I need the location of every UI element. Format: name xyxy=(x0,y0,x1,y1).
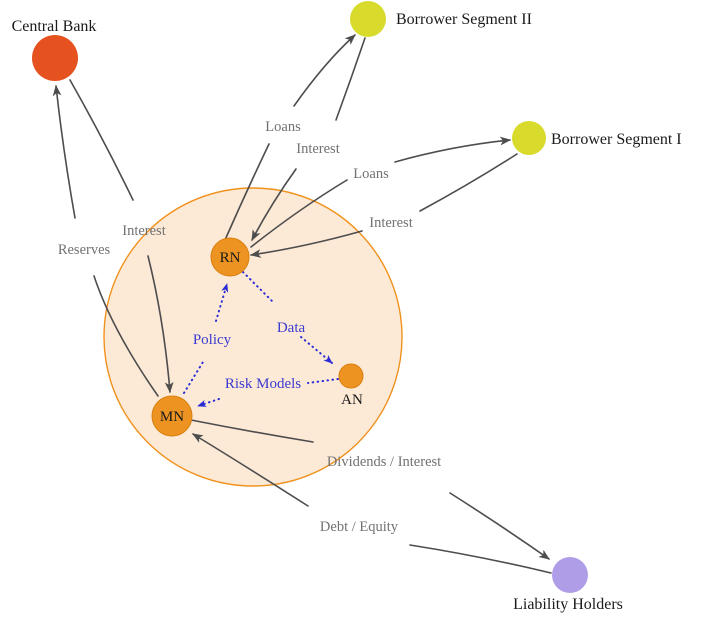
risk-models-edge-segment xyxy=(307,378,339,384)
borrower-segment-ii-label: Borrower Segment II xyxy=(396,11,532,28)
debt-edge-arrow xyxy=(192,433,309,507)
central-bank-node xyxy=(32,35,78,81)
an-label: AN xyxy=(341,392,363,408)
interest-cb-edge-arrow xyxy=(147,255,174,394)
data-edge-label: Data xyxy=(277,320,306,336)
borrower-segment-i-label: Borrower Segment I xyxy=(551,131,682,148)
policy-edge-label: Policy xyxy=(193,332,232,348)
debt-edge-segment xyxy=(409,544,552,574)
liability-holders-label: Liability Holders xyxy=(513,596,623,613)
central-bank-label: Central Bank xyxy=(12,18,97,35)
dividends-interest-edge-label: Dividends / Interest xyxy=(327,454,441,470)
mn-label: MN xyxy=(160,409,184,425)
data-edge-segment xyxy=(242,271,274,303)
loans-bii-edge-segment xyxy=(224,143,270,241)
edge-risk-models xyxy=(197,378,339,407)
edge-policy xyxy=(183,283,229,394)
interest-segment-i-edge-label: Interest xyxy=(369,215,412,231)
interest-bi-edge-arrow xyxy=(249,230,363,258)
edge-debt-equity xyxy=(192,433,552,574)
rn-node xyxy=(210,237,250,277)
risk-models-edge-arrow xyxy=(197,398,220,407)
policy-edge-segment xyxy=(183,361,204,394)
mn-node xyxy=(151,395,193,437)
policy-edge-arrow xyxy=(215,283,229,322)
interest-cb-edge-segment xyxy=(69,79,134,201)
loans-segment-ii-edge-label: Loans xyxy=(265,119,301,135)
rn-label: RN xyxy=(220,250,241,266)
interest-bii-edge-arrow xyxy=(251,168,297,241)
edge-interest-segment-ii xyxy=(251,37,366,241)
borrower-segment-i-node xyxy=(512,121,546,155)
reserves-edge-arrow xyxy=(52,84,76,219)
debt-equity-edge-label: Debt / Equity xyxy=(320,519,399,535)
edge-interest-segment-i xyxy=(249,153,518,258)
borrower-segment-ii-node xyxy=(350,1,386,37)
loans-bi-edge-arrow xyxy=(394,136,512,163)
dividends-edge-arrow xyxy=(449,492,550,560)
risk-models-edge-label: Risk Models xyxy=(225,376,301,392)
interest-bii-edge-segment xyxy=(335,37,366,121)
interest-bi-edge-segment xyxy=(419,153,518,212)
an-node xyxy=(338,363,364,389)
interest-segment-ii-edge-label: Interest xyxy=(296,141,339,157)
edge-data xyxy=(242,271,333,364)
interest-central-bank-edge-label: Interest xyxy=(122,223,165,239)
reserves-edge-segment xyxy=(93,275,159,397)
loans-segment-i-edge-label: Loans xyxy=(353,166,389,182)
reserves-edge-label: Reserves xyxy=(58,242,111,258)
edge-reserves xyxy=(52,84,159,397)
edge-loans-segment-i xyxy=(250,136,512,248)
dividends-edge-segment xyxy=(190,419,314,443)
loans-bi-edge-segment xyxy=(250,179,348,248)
liability-holders-node xyxy=(552,557,588,593)
loans-bii-edge-arrow xyxy=(293,34,356,107)
edge-interest-central-bank xyxy=(69,79,174,394)
data-edge-arrow xyxy=(300,336,333,364)
edge-dividends-interest xyxy=(190,419,550,560)
edge-loans-segment-ii xyxy=(224,34,356,241)
